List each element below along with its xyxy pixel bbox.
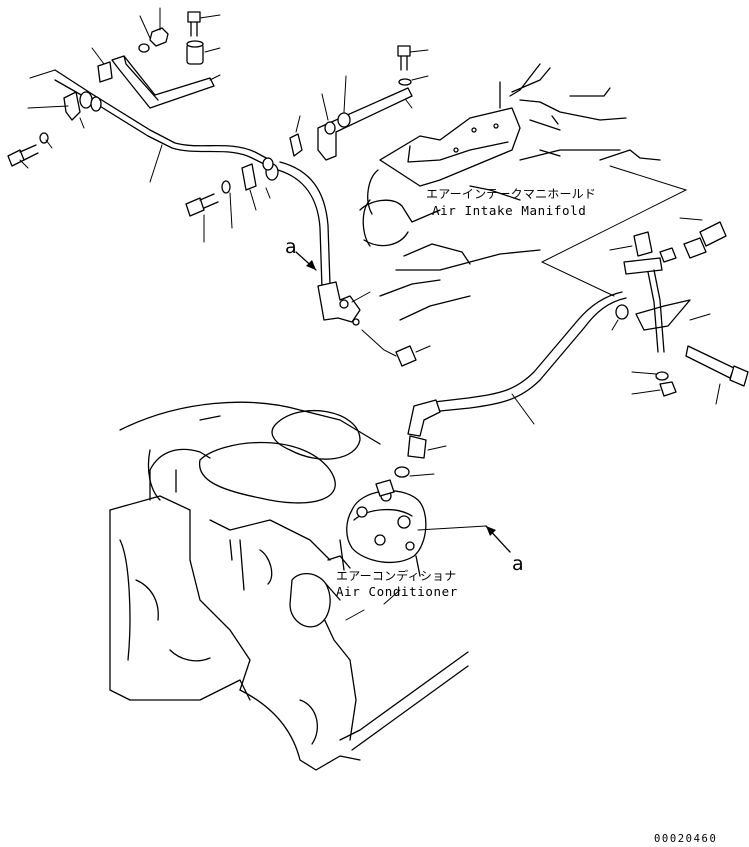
view-arrow-a-upper: a: [285, 236, 317, 271]
drawing-number: 00020460: [654, 833, 717, 845]
right-pipe-assembly: [394, 217, 749, 478]
upper-bracket-assembly: [7, 7, 331, 289]
manifold-label-jp: エアーインテークマニホールド: [426, 187, 596, 201]
view-arrow-a-lower: a: [485, 525, 524, 575]
aircon-label-jp: エアーコンディショナ: [336, 568, 456, 583]
air-intake-manifold: エアーインテークマニホールド Air Intake Manifold: [359, 63, 688, 321]
pipe-flange: [317, 281, 431, 367]
view-mark-a-upper: a: [285, 236, 297, 258]
manifold-label-en: Air Intake Manifold: [432, 203, 586, 218]
engine-block: [109, 401, 469, 771]
mid-clip-assembly: [185, 157, 279, 243]
air-conditioner-compressor: エアーコンディショナ Air Conditioner: [289, 479, 487, 628]
view-mark-a-lower: a: [512, 553, 524, 575]
manifold-bracket-assembly: [289, 45, 429, 161]
aircon-label-en: Air Conditioner: [336, 584, 458, 599]
